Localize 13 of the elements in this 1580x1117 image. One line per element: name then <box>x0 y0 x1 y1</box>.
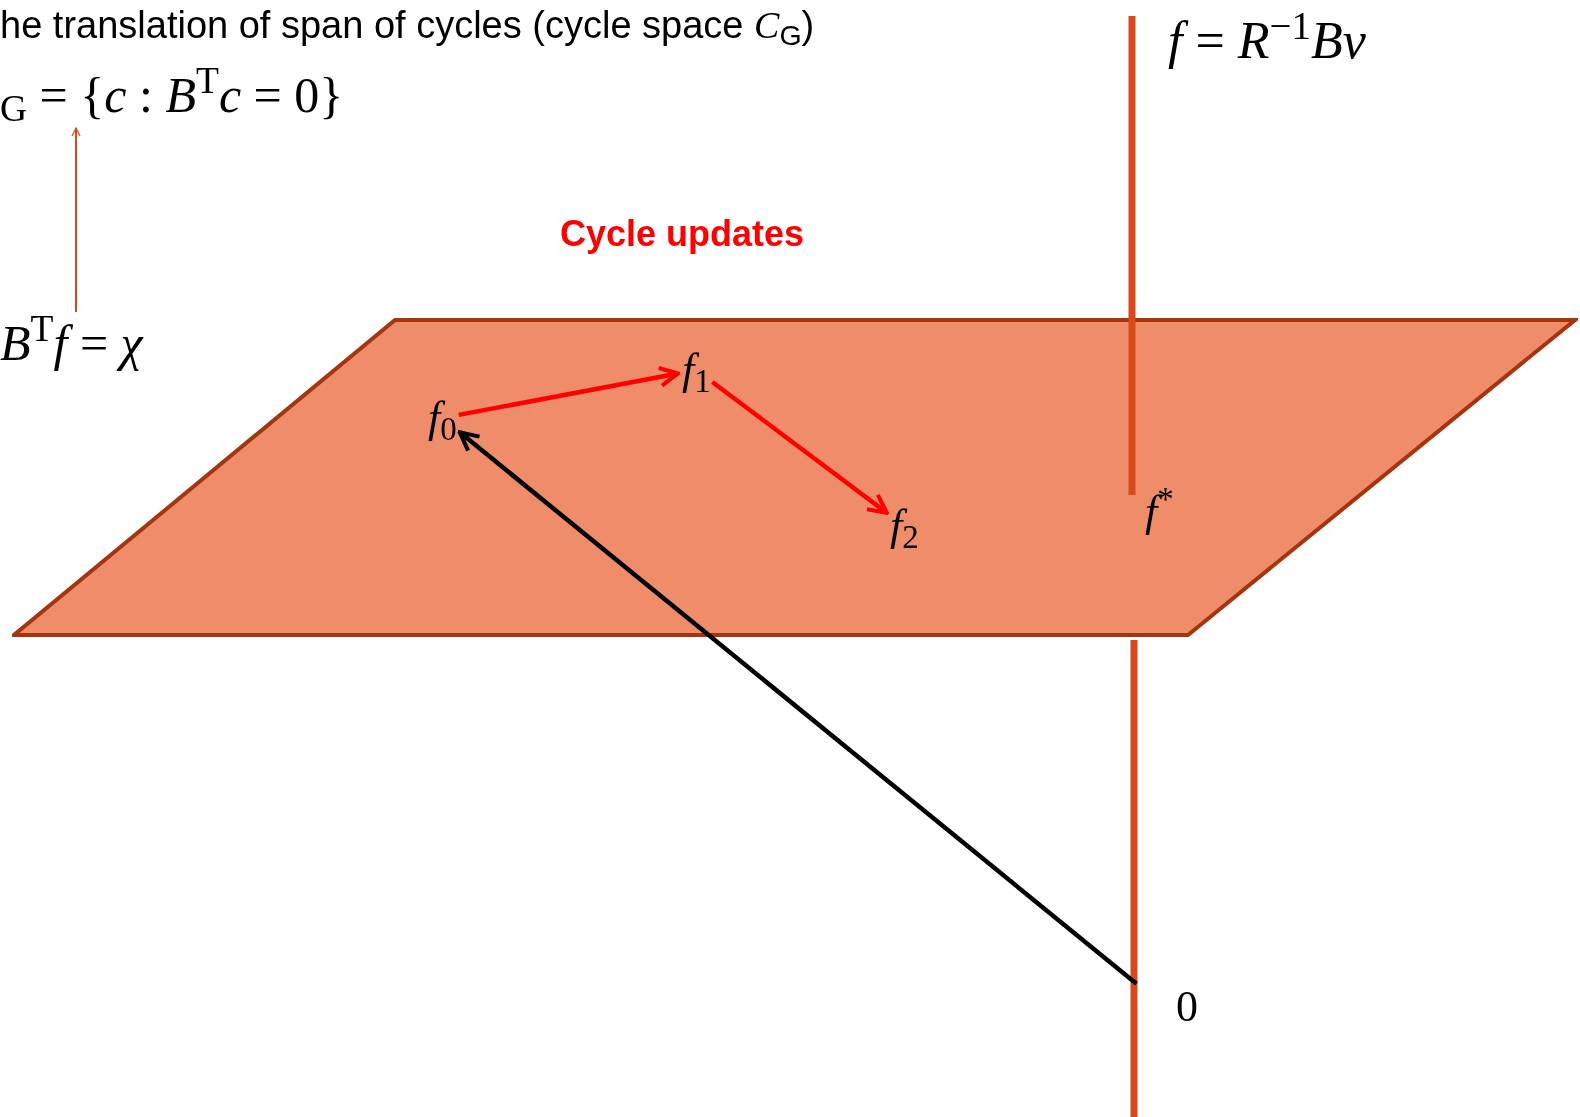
arrow <box>458 365 681 418</box>
point-label: f$_{2}$ <box>890 504 919 548</box>
equation: $_{G}$ = {c : B$^{T}$c = 0} <box>0 70 344 120</box>
origin-label: 0 <box>1176 985 1198 1029</box>
equation: f = R$^{−1}$Bv <box>1168 8 1366 71</box>
annotation-text: Cycle updates <box>560 212 805 256</box>
point-label: f$^{*}$ <box>1145 490 1174 534</box>
arrow <box>711 380 889 515</box>
arrow <box>71 127 81 313</box>
arrow <box>457 430 1138 986</box>
point-label: f$_{1}$ <box>682 348 711 392</box>
point-label: f$_{0}$ <box>428 396 457 440</box>
caption-text: he translation of span of cycles (cycle space C$_{G}$) <box>0 3 815 50</box>
